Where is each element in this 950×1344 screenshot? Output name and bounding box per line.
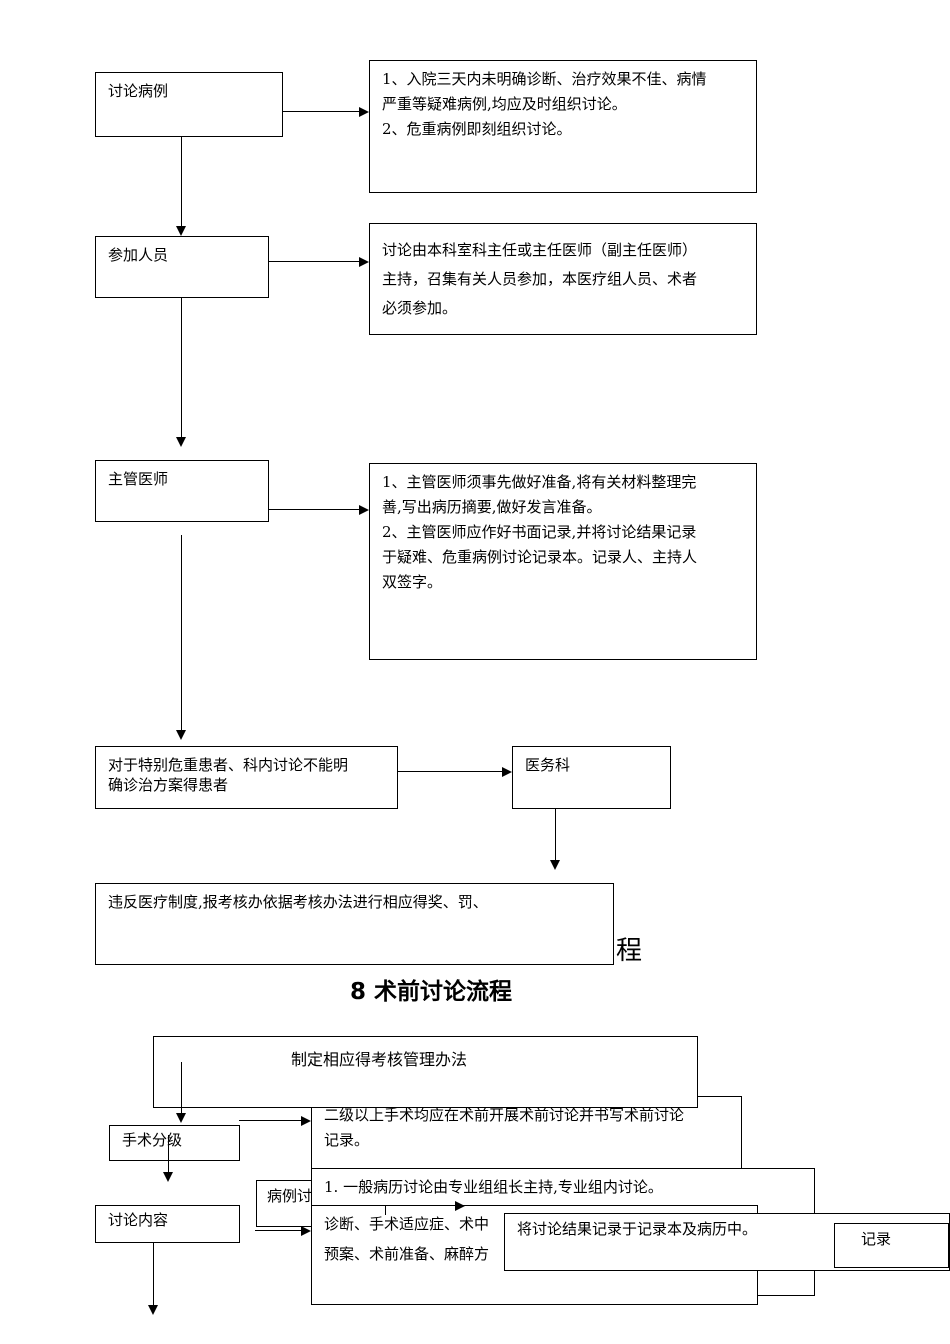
violation-box: 违反医疗制度,报考核办依据考核办法进行相应得奖、罚、 <box>95 883 614 965</box>
arrow-down-icon <box>176 730 186 740</box>
connector <box>282 111 360 112</box>
text-line: 必须参加。 <box>382 299 458 317</box>
text-line: 对于特别危重患者、科内讨论不能明 <box>108 756 349 774</box>
connector <box>153 1243 154 1306</box>
arrow-right-icon <box>359 257 369 267</box>
record-box: 记录 <box>834 1223 949 1268</box>
label: 主管医师 <box>108 470 169 488</box>
attending-note-box: 1、主管医师须事先做好准备,将有关材料整理完 善,写出病历摘要,做好发言准备。 … <box>369 463 757 660</box>
connector <box>181 535 182 731</box>
arrow-down-icon <box>176 1113 186 1123</box>
surgery-grading-box: 手术分级 <box>109 1125 240 1161</box>
connector <box>181 137 182 227</box>
label: 制定相应得考核管理办法 <box>291 1050 468 1069</box>
arrow-down-icon <box>176 226 186 236</box>
text-line: 确诊治方案得患者 <box>108 776 229 794</box>
hidden-title-fragment: 程 <box>616 936 643 966</box>
text-line: 1、主管医师须事先做好准备,将有关材料整理完 <box>382 473 697 491</box>
label: 将讨论结果记录于记录本及病历中。 <box>517 1220 758 1238</box>
text-line: 善,写出病历摘要,做好发言准备。 <box>382 498 602 516</box>
discuss-case-box: 讨论病例 <box>95 72 283 137</box>
arrow-right-icon <box>301 1116 311 1126</box>
discussion-content-box: 讨论内容 <box>95 1205 240 1243</box>
text-line: 预案、术前准备、麻醉方 <box>324 1245 490 1263</box>
arrow-down-icon <box>550 860 560 870</box>
label: 记录 <box>861 1230 892 1248</box>
text-line: 2、危重病例即刻组织讨论。 <box>382 120 572 138</box>
connector <box>168 1135 169 1173</box>
arrow-right-icon <box>359 107 369 117</box>
label: 医务科 <box>525 756 571 774</box>
label: 违反医疗制度,报考核办依据考核办法进行相应得奖、罚、 <box>108 893 488 911</box>
label: 手术分级 <box>122 1131 183 1149</box>
connector <box>555 809 556 861</box>
text-line: 于疑难、危重病例讨论记录本。记录人、主持人 <box>382 548 698 566</box>
text-line: 讨论由本科室科主任或主任医师（副主任医师） <box>382 241 698 259</box>
arrow-right-icon <box>502 767 512 777</box>
section-title: 8 术前讨论流程 <box>350 979 513 1005</box>
connector <box>181 1062 182 1114</box>
text-line: 1. 一般病历讨论由专业组组长主持,专业组内讨论。 <box>324 1178 663 1196</box>
label: 参加人员 <box>108 246 169 264</box>
text-line: 1、入院三天内未明确诊断、治疗效果不佳、病情 <box>382 70 707 88</box>
connector <box>397 771 503 772</box>
connector <box>385 1205 386 1215</box>
connector <box>255 1230 302 1231</box>
text-line: 二级以上手术均应在术前开展术前讨论并书写术前讨论 <box>324 1106 685 1124</box>
arrow-down-icon <box>176 437 186 447</box>
text-line: 诊断、手术适应症、术中 <box>324 1215 490 1233</box>
text-line: 记录。 <box>324 1131 370 1149</box>
connector <box>385 1205 465 1206</box>
arrow-down-icon <box>148 1305 158 1315</box>
discuss-case-note-box: 1、入院三天内未明确诊断、治疗效果不佳、病情 严重等疑难病例,均应及时组织讨论。… <box>369 60 757 193</box>
connector <box>268 261 360 262</box>
medical-affairs-box: 医务科 <box>512 746 671 809</box>
special-patients-box: 对于特别危重患者、科内讨论不能明 确诊治方案得患者 <box>95 746 398 809</box>
connector <box>181 298 182 438</box>
label: 讨论内容 <box>108 1211 169 1229</box>
label: 讨论病例 <box>108 82 169 100</box>
arrow-down-icon <box>163 1172 173 1182</box>
management-box: 制定相应得考核管理办法 <box>153 1036 698 1108</box>
participants-note-box: 讨论由本科室科主任或主任医师（副主任医师） 主持，召集有关人员参加，本医疗组人员… <box>369 223 757 335</box>
arrow-right-icon <box>359 505 369 515</box>
text-line: 双签字。 <box>382 573 443 591</box>
label: 病例讨 <box>267 1187 313 1205</box>
text-line: 2、主管医师应作好书面记录,并将讨论结果记录 <box>382 523 697 541</box>
arrow-right-icon <box>301 1226 311 1236</box>
participants-box: 参加人员 <box>95 236 269 298</box>
attending-box: 主管医师 <box>95 460 269 522</box>
connector <box>268 509 360 510</box>
arrow-right-icon <box>455 1201 465 1211</box>
connector <box>239 1120 302 1121</box>
text-line: 严重等疑难病例,均应及时组织讨论。 <box>382 95 627 113</box>
text-line: 主持，召集有关人员参加，本医疗组人员、术者 <box>382 270 698 288</box>
